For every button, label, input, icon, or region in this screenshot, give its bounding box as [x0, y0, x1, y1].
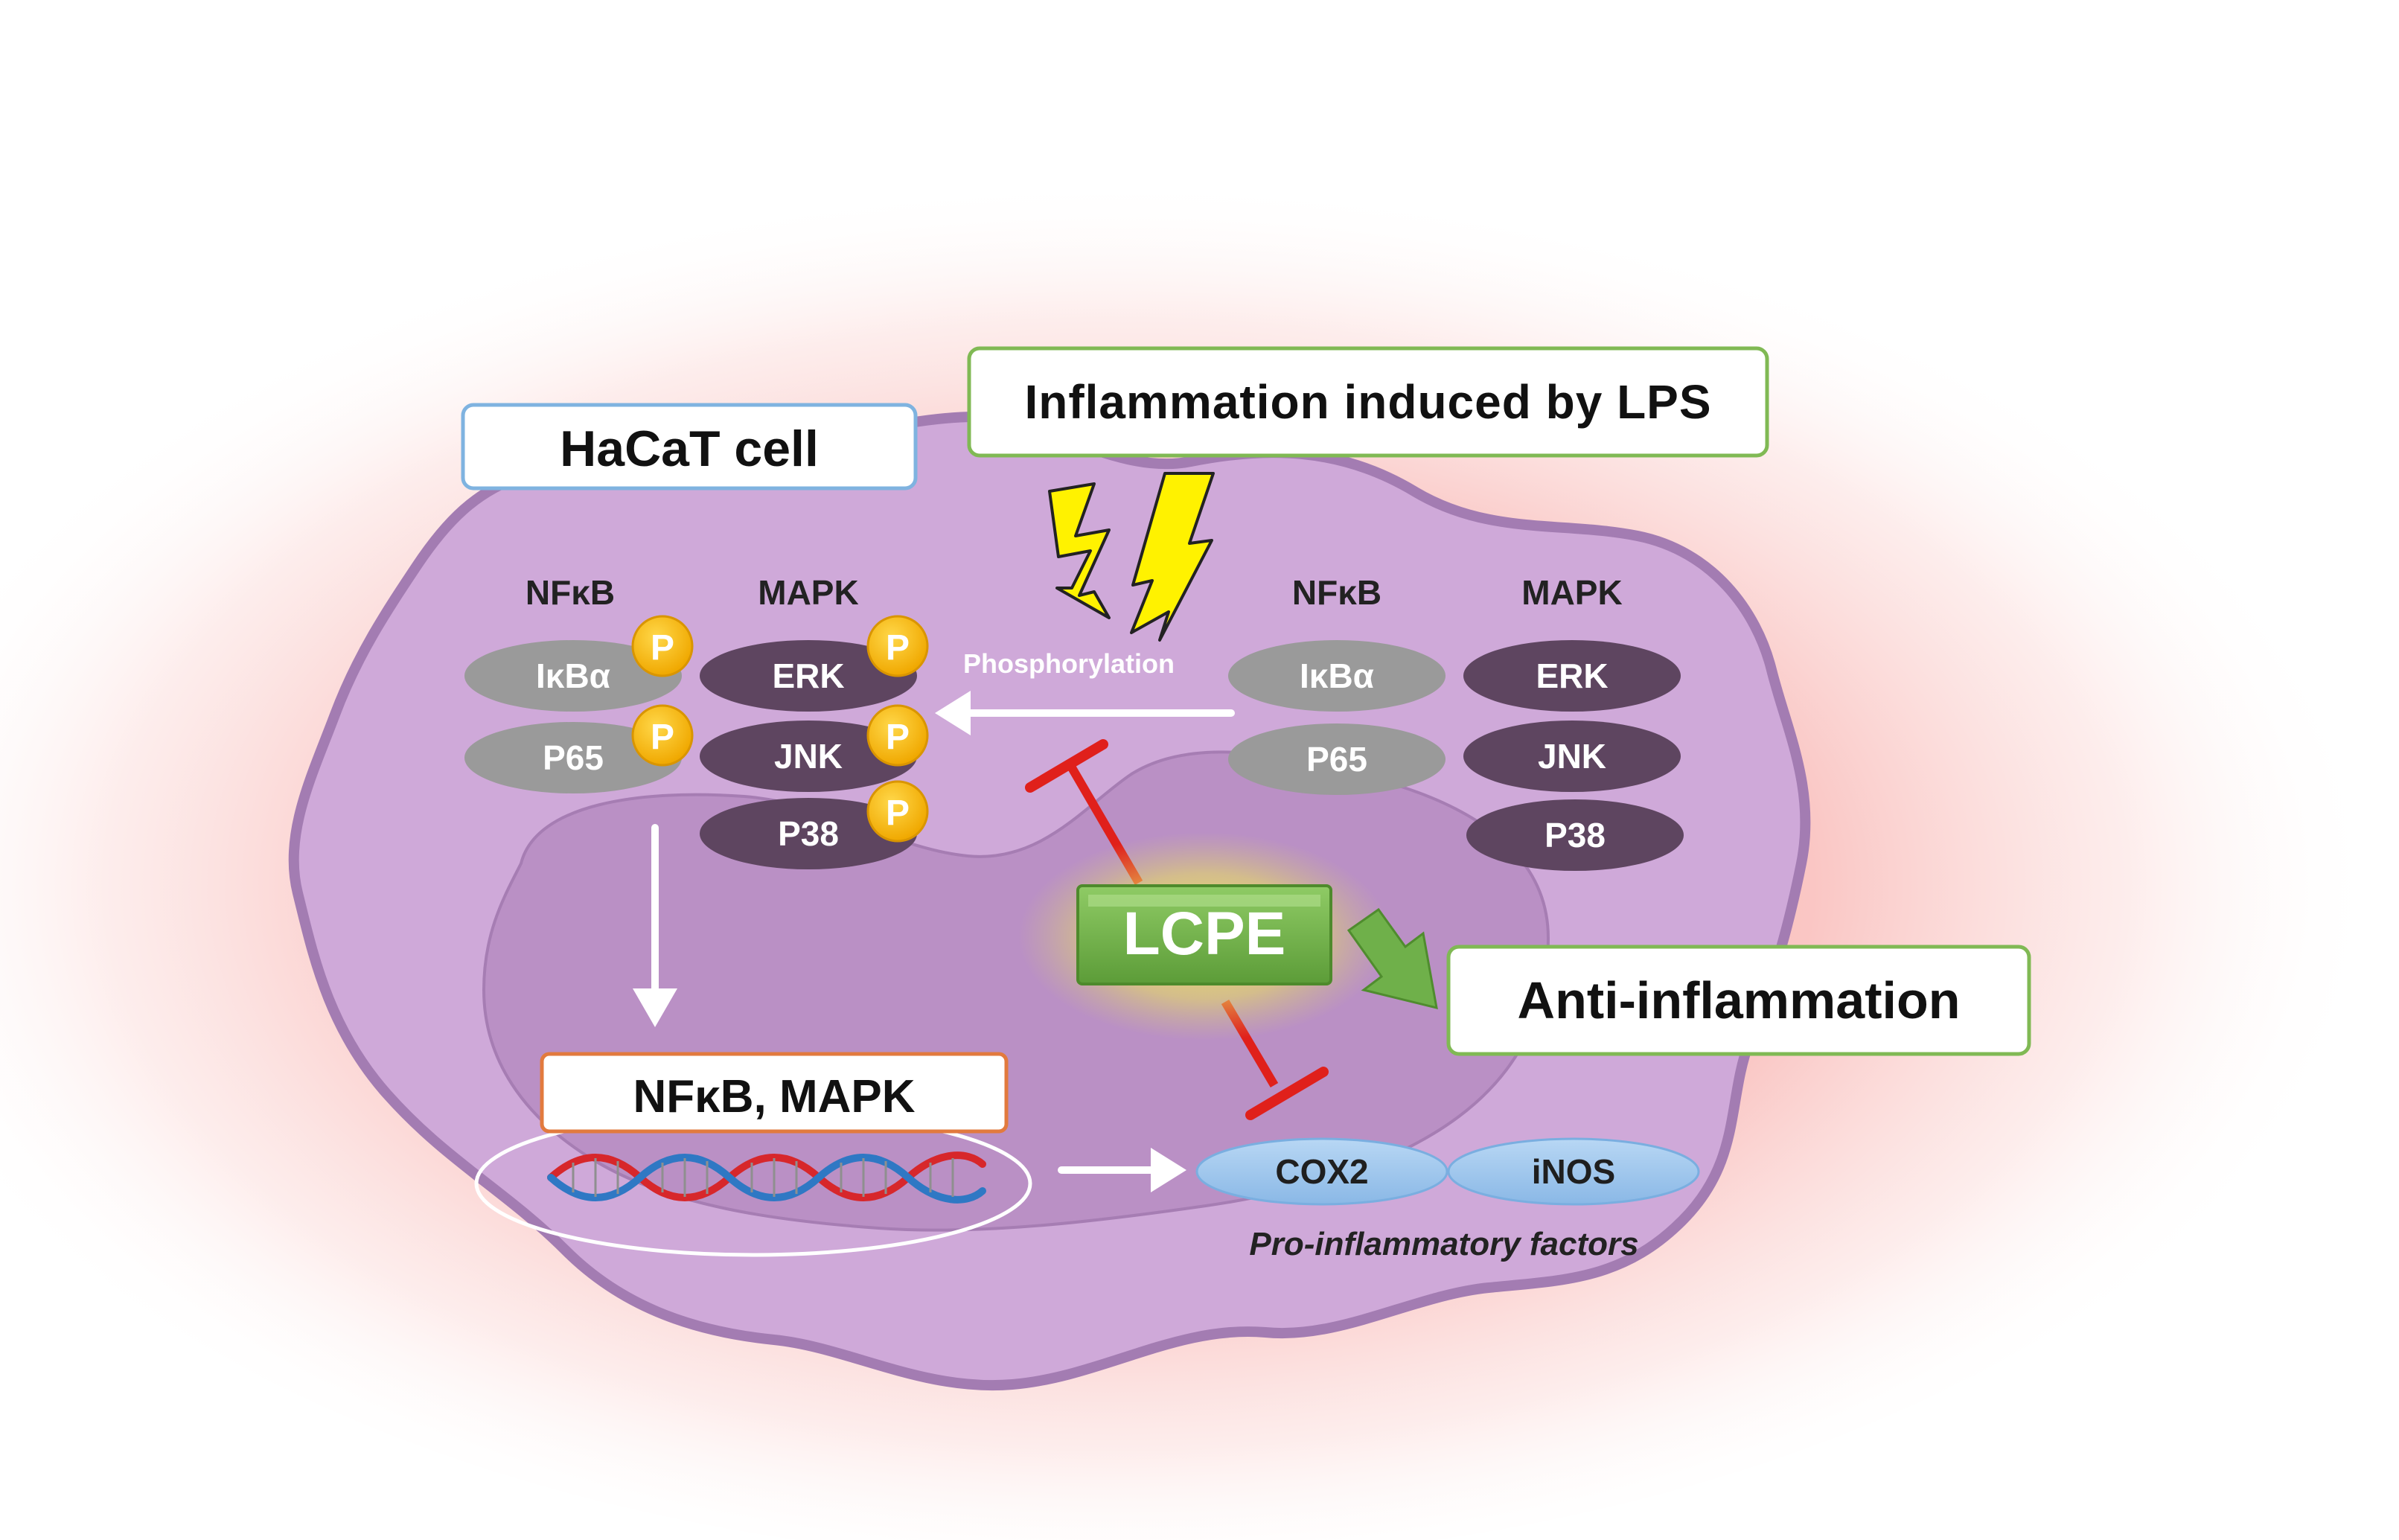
right-p65-protein — [1228, 723, 1446, 795]
svg-text:P: P — [886, 628, 910, 668]
right-ikba-label: IκBα — [1300, 656, 1374, 695]
left-ikba-protein — [464, 640, 682, 712]
nucleus-factor-label: NFκB, MAPK — [633, 1071, 916, 1122]
phosphate-badge-icon: P — [866, 780, 929, 843]
outcome-box — [1446, 945, 2031, 1056]
cell-label: HaCaT cell — [560, 421, 819, 477]
right-jnk-protein — [1463, 721, 1681, 792]
svg-text:P: P — [651, 718, 674, 757]
cell-label-box — [461, 403, 918, 491]
left-mapk-header: MAPK — [758, 573, 858, 612]
phosphate-badge-icon: P — [866, 615, 929, 677]
right-jnk-label: JNK — [1538, 737, 1606, 776]
left-erk-label: ERK — [772, 656, 844, 695]
right-mapk-header: MAPK — [1521, 573, 1622, 612]
left-nfkb-header: NFκB — [526, 573, 615, 612]
dna-helix-icon — [547, 1151, 986, 1204]
phosphate-badge-icon: P — [631, 615, 694, 677]
left-jnk-label: JNK — [774, 737, 843, 776]
left-p38-label: P38 — [778, 814, 839, 853]
lightning-bolt-icon — [1048, 482, 1111, 619]
right-p38-protein — [1466, 799, 1684, 871]
lightning-bolt-icon — [1130, 472, 1215, 642]
right-p65-label: P65 — [1306, 740, 1367, 779]
stimulus-label: Inflammation induced by LPS — [1024, 375, 1711, 429]
cox2-label: COX2 — [1275, 1152, 1368, 1191]
inos-factor — [1447, 1137, 1700, 1206]
right-nfkb-header: NFκB — [1292, 573, 1381, 612]
lcpe-box-highlight — [1088, 895, 1320, 907]
inhibition-bar-icon — [1245, 1067, 1329, 1120]
left-p38-protein — [700, 798, 917, 869]
stimulus-box — [967, 346, 1769, 458]
inos-label: iNOS — [1532, 1152, 1615, 1191]
lcpe-label: LCPE — [1123, 900, 1286, 968]
phosphate-badge-icon: P — [631, 704, 694, 767]
phosphate-badge-icon: P — [866, 704, 929, 767]
right-erk-label: ERK — [1536, 656, 1608, 695]
right-p38-label: P38 — [1545, 816, 1606, 854]
svg-text:P: P — [651, 628, 674, 668]
left-p65-label: P65 — [543, 738, 604, 777]
phosphorylation-label: Phosphorylation — [963, 648, 1175, 679]
outcome-label: Anti-inflammation — [1518, 971, 1961, 1029]
nucleus-factor-box — [540, 1052, 1009, 1134]
phosphorylation-arrow-head — [935, 691, 971, 735]
lcpe-box — [1076, 884, 1332, 985]
expression-arrow-head — [1151, 1148, 1186, 1192]
left-erk-protein — [700, 640, 917, 712]
right-erk-protein — [1463, 640, 1681, 712]
inhibition-bar-icon — [1025, 739, 1108, 793]
green-arrow-icon — [1347, 907, 1438, 1010]
nuclear-translocation-arrow-head — [633, 988, 677, 1027]
svg-text:P: P — [886, 793, 910, 833]
svg-text:P: P — [886, 718, 910, 757]
left-jnk-protein — [700, 721, 917, 792]
factors-caption: Pro-inflammatory factors — [1249, 1226, 1638, 1262]
left-ikba-label: IκBα — [536, 656, 610, 695]
cox2-factor — [1195, 1137, 1448, 1206]
left-p65-protein — [464, 722, 682, 793]
right-ikba-protein — [1228, 640, 1446, 712]
